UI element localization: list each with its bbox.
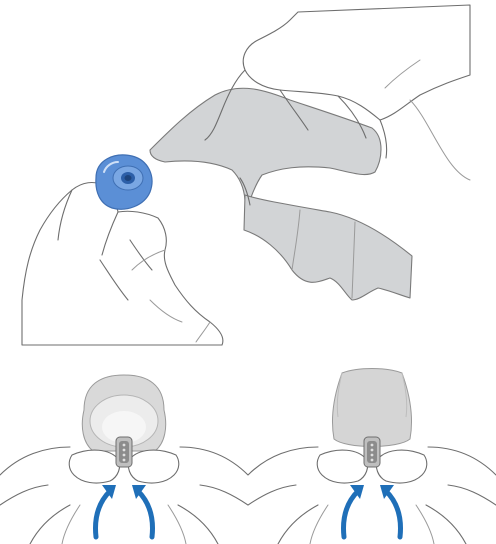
earbud-nozzle: [116, 437, 132, 467]
push-arrows: [344, 485, 401, 537]
blue-ear-tip: [96, 155, 152, 209]
left-fingertip: [317, 450, 367, 483]
flat-ear-tip: [332, 369, 411, 447]
cleaning-illustration: [0, 0, 496, 350]
left-fingertip: [69, 450, 119, 483]
right-fingertip: [128, 450, 178, 483]
fit-round-tip-illustration: [0, 355, 248, 544]
cloth-drape: [244, 195, 412, 300]
push-arrows: [96, 485, 153, 537]
earbud-nozzle: [364, 437, 380, 467]
fit-flat-tip-illustration: [248, 355, 496, 544]
right-fingertip: [376, 450, 426, 483]
